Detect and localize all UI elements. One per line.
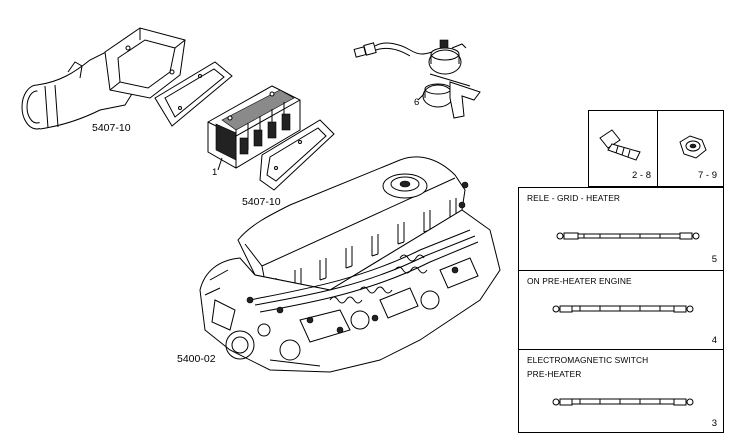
box-screw[interactable]: 2 - 8 <box>588 110 658 187</box>
box-cable-on[interactable]: ON PRE-HEATER ENGINE 4 <box>518 270 724 350</box>
cable-switch-caption-line2: PRE-HEATER <box>527 369 582 379</box>
intake-elbow-pipe[interactable] <box>21 27 186 130</box>
label-engine: 5400-02 <box>177 353 216 365</box>
cable-electromagnetic-switch[interactable] <box>552 398 694 406</box>
box-cable-rele[interactable]: RELE - GRID - HEATER 5 <box>518 187 724 271</box>
cable-switch-caption-line1: ELECTROMAGNETIC SWITCH <box>527 355 649 365</box>
leader-relay <box>417 93 425 101</box>
label-grid-heater: 1 <box>212 167 218 178</box>
cable-on-number: 4 <box>711 334 717 346</box>
screw[interactable] <box>599 129 641 161</box>
nut-number: 7 - 9 <box>697 169 717 181</box>
cable-rele-number: 5 <box>711 253 717 265</box>
label-relay: 6 <box>414 97 420 108</box>
cable-on-caption: ON PRE-HEATER ENGINE <box>527 276 632 286</box>
engine-assembly[interactable] <box>199 156 501 373</box>
gasket-upper[interactable] <box>154 61 233 127</box>
nut[interactable] <box>679 135 707 159</box>
grid-heater[interactable] <box>207 85 301 169</box>
cable-rele-grid-heater[interactable] <box>556 232 700 240</box>
screw-number: 2 - 8 <box>631 169 651 181</box>
box-cable-switch[interactable]: ELECTROMAGNETIC SWITCH PRE-HEATER 3 <box>518 349 724 433</box>
gasket-lower[interactable] <box>259 119 335 191</box>
label-intake-pipe: 5407-10 <box>92 122 131 134</box>
preheater-relay[interactable] <box>353 39 481 119</box>
box-nut[interactable]: 7 - 9 <box>657 110 724 187</box>
label-gasket-lower: 5407-10 <box>242 196 281 208</box>
cable-on-preheater-engine[interactable] <box>552 305 694 313</box>
leader-grid-heater <box>217 157 223 171</box>
cable-rele-caption: RELE - GRID - HEATER <box>527 193 621 203</box>
cable-switch-number: 3 <box>711 417 717 429</box>
